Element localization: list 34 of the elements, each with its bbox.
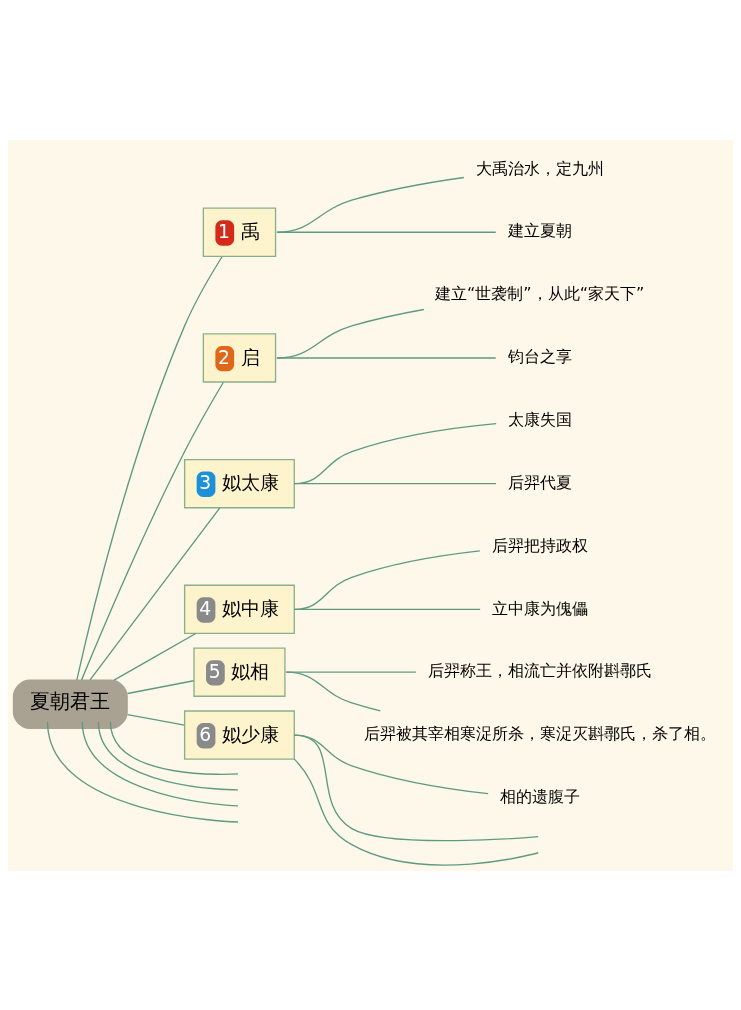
node-text: 建立“世袭制”，从此“家天下” (435, 283, 645, 303)
node-box: 夏朝君王 (12, 679, 128, 729)
connector (89, 506, 221, 680)
node-box: 6 姒少康 (183, 709, 295, 760)
connector (276, 176, 465, 233)
connector (80, 381, 225, 681)
connector (276, 356, 497, 359)
connector (126, 713, 185, 726)
node-text: 立中康为傀儡 (491, 598, 588, 617)
connector (126, 679, 195, 694)
node-box: 5 姒相 (193, 646, 286, 697)
connector (276, 231, 497, 233)
node-text: 大禹治水，定九州 (475, 158, 604, 178)
connector (293, 757, 539, 866)
node-text: 后羿称王，相流亡并依附斟鄩氏 (427, 660, 652, 680)
connector (293, 733, 539, 841)
node-text: 后羿被其宰相寒浞所杀，寒浞灭斟鄩氏，杀了相。 (363, 723, 716, 743)
connector (293, 608, 481, 610)
node-text: 太康失国 (507, 409, 572, 429)
node-text: 后羿代夏 (507, 472, 572, 492)
connector (113, 632, 197, 681)
node-box: 1 禹 (202, 207, 277, 257)
node-text: 钧台之享 (507, 346, 572, 366)
connector (293, 549, 481, 610)
connector (285, 671, 382, 712)
node-text: 后羿把持政权 (491, 535, 588, 555)
node-box: 4 姒中康 (183, 584, 295, 634)
node-box: 2 启 (202, 332, 277, 383)
node-text: 相的遗腹子 (499, 786, 580, 806)
connector (293, 482, 497, 484)
node-box: 3 姒太康 (183, 458, 295, 508)
connector (293, 422, 497, 484)
node-text: 建立夏朝 (507, 220, 572, 240)
connector (76, 255, 223, 681)
